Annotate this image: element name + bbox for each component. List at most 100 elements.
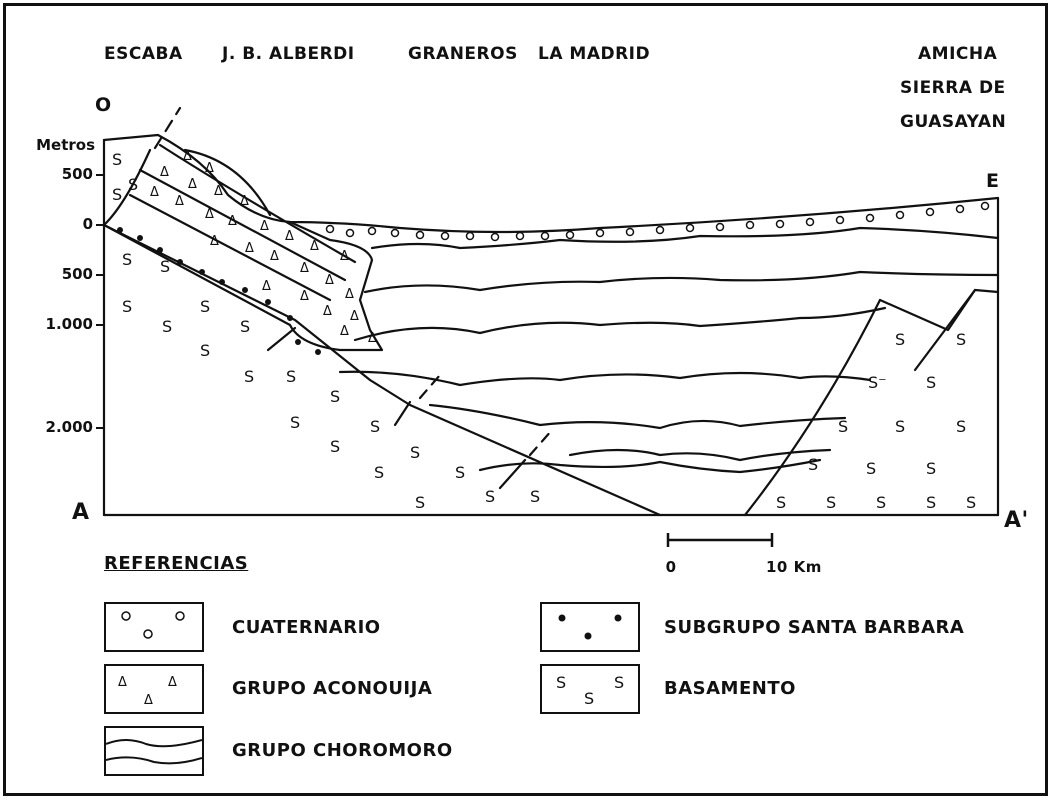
svg-text:Δ: Δ: [228, 214, 237, 229]
svg-text:S: S: [455, 463, 465, 482]
svg-text:Δ: Δ: [245, 241, 254, 256]
svg-text:S: S: [122, 250, 132, 269]
eastern-fault-main: [743, 298, 882, 517]
locality-sierra-de: SIERRA DE: [900, 78, 1006, 98]
aconquija-fold: [183, 148, 272, 217]
svg-text:S: S: [160, 257, 170, 276]
legend-swatch-santa-barbara: [540, 602, 640, 652]
locality-la-madrid: LA MADRID: [538, 44, 651, 64]
svg-text:S: S: [614, 673, 624, 692]
svg-text:S: S: [485, 487, 495, 506]
legend-swatch-cuaternario: [104, 602, 204, 652]
west-marker: O: [95, 94, 112, 116]
svg-text:Δ: Δ: [300, 289, 309, 304]
svg-text:S: S: [370, 417, 380, 436]
svg-text:S⁻: S⁻: [868, 373, 887, 392]
svg-text:S: S: [415, 493, 425, 512]
svg-text:Δ: Δ: [310, 239, 319, 254]
section-end-a: A: [72, 500, 90, 525]
depth-tick-500-up: 500: [61, 165, 93, 183]
legend-label-cuaternario: CUATERNARIO: [232, 617, 381, 638]
svg-text:Δ: Δ: [160, 165, 169, 180]
aconquija-inner-2: [138, 168, 347, 282]
aconquija-lower-boundary: [102, 220, 384, 352]
svg-text:S: S: [926, 459, 936, 478]
svg-text:Δ: Δ: [214, 184, 223, 199]
svg-text:S: S: [876, 493, 886, 512]
svg-text:S: S: [776, 493, 786, 512]
svg-text:Δ: Δ: [118, 675, 127, 690]
choromoro-bed-7: [568, 448, 832, 462]
fault-step-1: [266, 326, 297, 352]
topographic-surface: [102, 133, 1000, 234]
svg-text:S: S: [826, 493, 836, 512]
svg-text:S: S: [895, 417, 905, 436]
svg-text:S: S: [838, 417, 848, 436]
east-marker: E: [986, 170, 1000, 192]
svg-text:Δ: Δ: [188, 177, 197, 192]
legend-label-aconquija: GRUPO ACONOUIJA: [232, 678, 433, 699]
svg-text:S: S: [956, 330, 966, 349]
svg-text:S: S: [808, 455, 818, 474]
choromoro-bed-3: [353, 306, 887, 342]
locality-amicha: AMICHA: [918, 44, 998, 64]
svg-text:S: S: [112, 150, 122, 169]
choromoro-bed-2: [363, 270, 1000, 294]
svg-text:S: S: [330, 387, 340, 406]
svg-text:S: S: [286, 367, 296, 386]
western-fault-upper: [102, 148, 152, 227]
svg-text:Δ: Δ: [205, 161, 214, 176]
svg-text:S: S: [374, 463, 384, 482]
scale-start-label: 0: [665, 558, 676, 576]
legend-label-santa-barbara: SUBGRUPO SANTA BARBARA: [664, 617, 965, 638]
scale-end-label: 10 Km: [766, 558, 822, 576]
svg-text:S: S: [330, 437, 340, 456]
svg-text:S: S: [240, 317, 250, 336]
legend-label-choromoro: GRUPO CHOROMORO: [232, 740, 453, 761]
svg-text:Δ: Δ: [325, 273, 334, 288]
choromoro-bed-6: [478, 458, 822, 474]
wavy-lines-pattern-icon: [106, 739, 202, 765]
svg-text:Δ: Δ: [270, 249, 279, 264]
svg-text:S: S: [162, 317, 172, 336]
locality-guasayan: GUASAYAN: [900, 112, 1007, 132]
depth-tick-2000: 2.000: [45, 418, 93, 436]
locality-alberdi: J. B. ALBERDI: [222, 44, 355, 64]
depth-axis-ticks: [96, 174, 104, 429]
section-end-a-prime: A': [1004, 508, 1029, 533]
svg-text:S: S: [895, 330, 905, 349]
legend-label-basamento: BASAMENTO: [664, 678, 796, 699]
svg-text:Δ: Δ: [205, 207, 214, 222]
svg-text:Δ: Δ: [183, 149, 192, 164]
dots-pattern-icon: [558, 614, 622, 640]
svg-text:Δ: Δ: [260, 219, 269, 234]
svg-text:S: S: [200, 297, 210, 316]
choromoro-bed-5: [428, 403, 847, 430]
svg-text:S: S: [584, 689, 594, 708]
svg-text:S: S: [866, 459, 876, 478]
depth-tick-1000: 1.000: [45, 315, 93, 333]
svg-text:S: S: [926, 373, 936, 392]
svg-text:Δ: Δ: [240, 194, 249, 209]
svg-text:Δ: Δ: [210, 234, 219, 249]
depth-tick-500: 500: [61, 265, 93, 283]
svg-text:Δ: Δ: [340, 249, 349, 264]
choromoro-bed-1: [370, 226, 1000, 250]
svg-text:S: S: [128, 175, 138, 194]
aconquija-inner-3: [158, 143, 357, 264]
locality-escaba: ESCABA: [104, 44, 183, 64]
scale-bar-line: [666, 533, 774, 547]
svg-text:Δ: Δ: [345, 287, 354, 302]
svg-text:Δ: Δ: [144, 693, 153, 708]
svg-text:Δ: Δ: [368, 331, 377, 346]
fault-trace-dashed-1: [153, 106, 182, 150]
legend-swatch-choromoro: [104, 726, 204, 776]
eastern-fault-secondary: [913, 288, 977, 372]
svg-text:S: S: [122, 297, 132, 316]
svg-text:S: S: [556, 673, 566, 692]
svg-text:Δ: Δ: [350, 309, 359, 324]
